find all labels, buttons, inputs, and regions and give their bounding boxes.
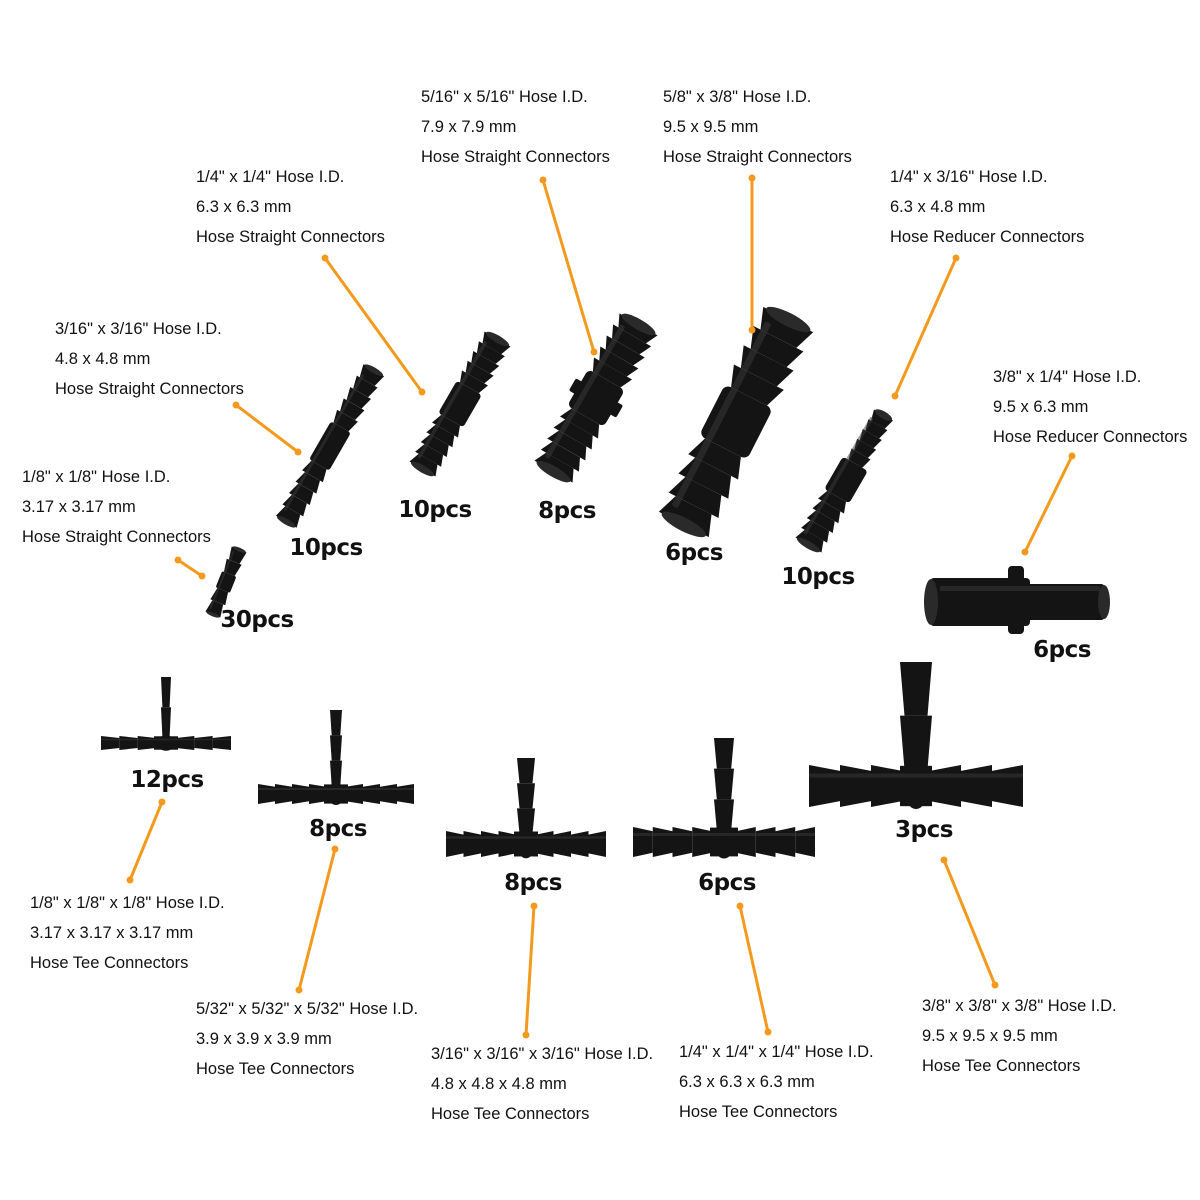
connector-straight-5-8 <box>658 306 814 538</box>
qty-reducer-3-8: 6pcs <box>1033 637 1091 663</box>
leader-straight-3-16 <box>232 401 302 456</box>
qty-tee-1-4: 6pcs <box>698 870 756 896</box>
connector-reducer-1-4 <box>795 409 894 553</box>
leader-reducer-3-8 <box>1021 452 1076 556</box>
leader-straight-1-8 <box>174 556 206 580</box>
connector-tee-1-4 <box>633 738 815 859</box>
connector-straight-1-8 <box>205 546 247 618</box>
connector-straight-3-16 <box>275 364 385 528</box>
qty-tee-3-8: 3pcs <box>895 817 953 843</box>
qty-straight-1-4: 10pcs <box>398 497 472 523</box>
leader-straight-5-8 <box>748 174 756 334</box>
connector-straight-5-16 <box>534 313 658 483</box>
connector-tee-3-16 <box>446 758 606 859</box>
connector-tee-5-32 <box>258 710 414 805</box>
connector-tee-1-8 <box>101 677 231 751</box>
qty-straight-3-16: 10pcs <box>289 535 363 561</box>
leader-straight-5-16 <box>539 176 598 356</box>
leader-tee-1-8 <box>126 798 166 884</box>
leader-tee-3-8 <box>940 856 999 989</box>
qty-straight-5-16: 8pcs <box>538 498 596 524</box>
leader-straight-1-4 <box>321 254 426 396</box>
qty-straight-5-8: 6pcs <box>665 540 723 566</box>
qty-tee-1-8: 12pcs <box>130 767 204 793</box>
label-tee-5-32: 5/32" x 5/32" x 5/32" Hose I.D.3.9 x 3.9… <box>196 1000 419 1078</box>
connector-tee-3-8 <box>809 662 1023 810</box>
leader-tee-1-4 <box>736 902 772 1036</box>
label-tee-1-8: 1/8" x 1/8" x 1/8" Hose I.D.3.17 x 3.17 … <box>30 894 225 972</box>
qty-straight-1-8: 30pcs <box>220 607 294 633</box>
connector-reducer-3-8 <box>924 566 1110 634</box>
leader-reducer-1-4 <box>891 254 960 400</box>
connector-straight-1-4 <box>409 331 511 477</box>
leader-tee-5-32 <box>295 845 339 994</box>
label-tee-3-16: 3/16" x 3/16" x 3/16" Hose I.D.4.8 x 4.8… <box>431 1045 654 1123</box>
qty-tee-5-32: 8pcs <box>309 816 367 842</box>
qty-reducer-1-4: 10pcs <box>781 564 855 590</box>
qty-tee-3-16: 8pcs <box>504 870 562 896</box>
leader-tee-3-16 <box>522 902 538 1039</box>
label-tee-1-4: 1/4" x 1/4" x 1/4" Hose I.D.6.3 x 6.3 x … <box>679 1043 874 1121</box>
label-tee-3-8: 3/8" x 3/8" x 3/8" Hose I.D.9.5 x 9.5 x … <box>922 997 1117 1075</box>
